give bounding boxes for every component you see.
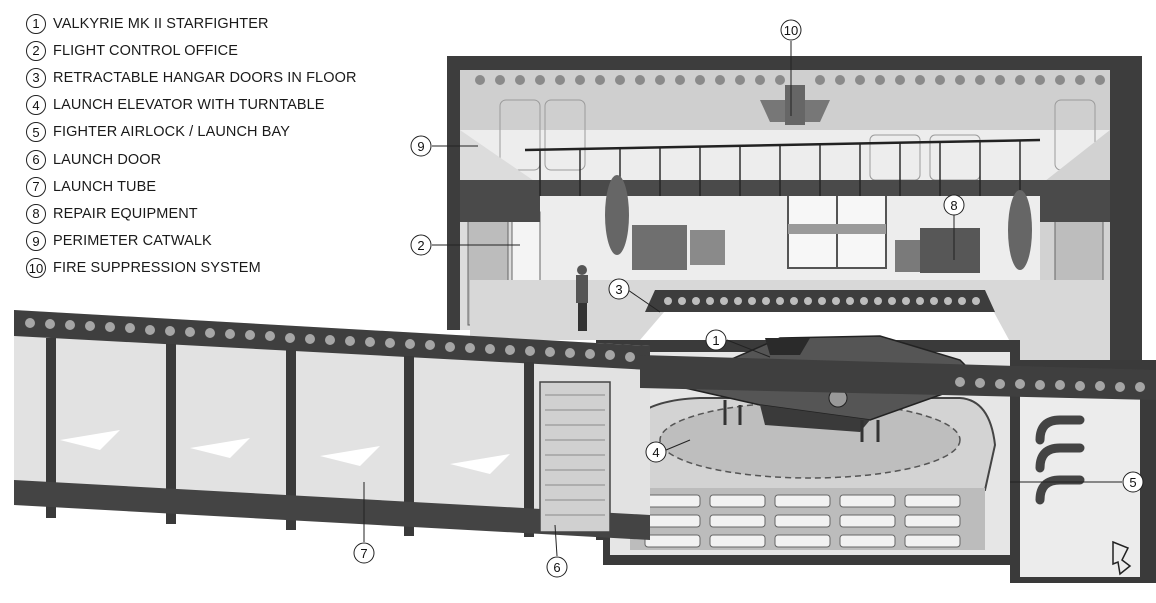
callout-6: 6 — [553, 560, 560, 575]
legend-item: 6 LAUNCH DOOR — [26, 146, 386, 173]
callout-labels: 1 2 3 4 5 6 7 8 9 10 — [360, 23, 1136, 575]
legend-item: 2 FLIGHT CONTROL OFFICE — [26, 37, 386, 64]
legend-label: LAUNCH ELEVATOR WITH TURNTABLE — [53, 97, 325, 114]
legend-number: 1 — [26, 13, 46, 34]
legend-label: LAUNCH DOOR — [53, 151, 162, 168]
legend-number: 6 — [26, 149, 46, 170]
north-arrow-icon — [1112, 540, 1132, 576]
callout-8: 8 — [950, 198, 957, 213]
callouts — [353, 19, 1144, 578]
callout-3: 3 — [615, 282, 622, 297]
legend-item: 5 FIGHTER AIRLOCK / LAUNCH BAY — [26, 119, 386, 146]
callout-4: 4 — [652, 445, 659, 460]
callout-9: 9 — [417, 139, 424, 154]
legend-item: 3 RETRACTABLE HANGAR DOORS IN FLOOR — [26, 64, 386, 91]
legend-label: RETRACTABLE HANGAR DOORS IN FLOOR — [53, 69, 357, 86]
legend-label: FIRE SUPPRESSION SYSTEM — [53, 260, 261, 277]
repair-equipment — [920, 228, 980, 273]
gas-tank — [605, 175, 629, 255]
legend-label: PERIMETER CATWALK — [53, 233, 212, 250]
tool-rack — [632, 225, 687, 270]
legend-number: 10 — [26, 258, 46, 279]
legend-number: 2 — [26, 40, 46, 61]
legend-item: 10 FIRE SUPPRESSION SYSTEM — [26, 255, 386, 282]
legend-label: FLIGHT CONTROL OFFICE — [53, 42, 238, 59]
legend-item: 9 PERIMETER CATWALK — [26, 228, 386, 255]
launch-tube — [14, 310, 1156, 540]
technician-figure — [576, 275, 588, 303]
callout-1: 1 — [712, 333, 719, 348]
legend-item: 7 LAUNCH TUBE — [26, 173, 386, 200]
legend-number: 3 — [26, 67, 46, 88]
callout-2: 2 — [417, 238, 424, 253]
legend-label: LAUNCH TUBE — [53, 178, 157, 195]
legend: 1 VALKYRIE MK II STARFIGHTER 2 FLIGHT CONT… — [26, 10, 386, 282]
launch-door — [539, 381, 611, 533]
legend-number: 4 — [26, 95, 46, 116]
callout-7: 7 — [360, 546, 367, 561]
legend-number: 8 — [26, 203, 46, 224]
legend-label: FIGHTER AIRLOCK / LAUNCH BAY — [53, 124, 290, 141]
hangar-structure — [447, 56, 1142, 365]
legend-item: 1 VALKYRIE MK II STARFIGHTER — [26, 10, 386, 37]
legend-number: 7 — [26, 176, 46, 197]
legend-label: VALKYRIE MK II STARFIGHTER — [53, 15, 269, 32]
legend-number: 5 — [26, 122, 46, 143]
legend-number: 9 — [26, 231, 46, 252]
callout-5: 5 — [1129, 475, 1136, 490]
callout-10: 10 — [784, 23, 798, 38]
ceiling-truss — [475, 75, 1105, 85]
legend-label: REPAIR EQUIPMENT — [53, 205, 198, 222]
legend-item: 4 LAUNCH ELEVATOR WITH TURNTABLE — [26, 92, 386, 119]
legend-item: 8 REPAIR EQUIPMENT — [26, 200, 386, 227]
flight-control-office-window — [511, 211, 541, 283]
